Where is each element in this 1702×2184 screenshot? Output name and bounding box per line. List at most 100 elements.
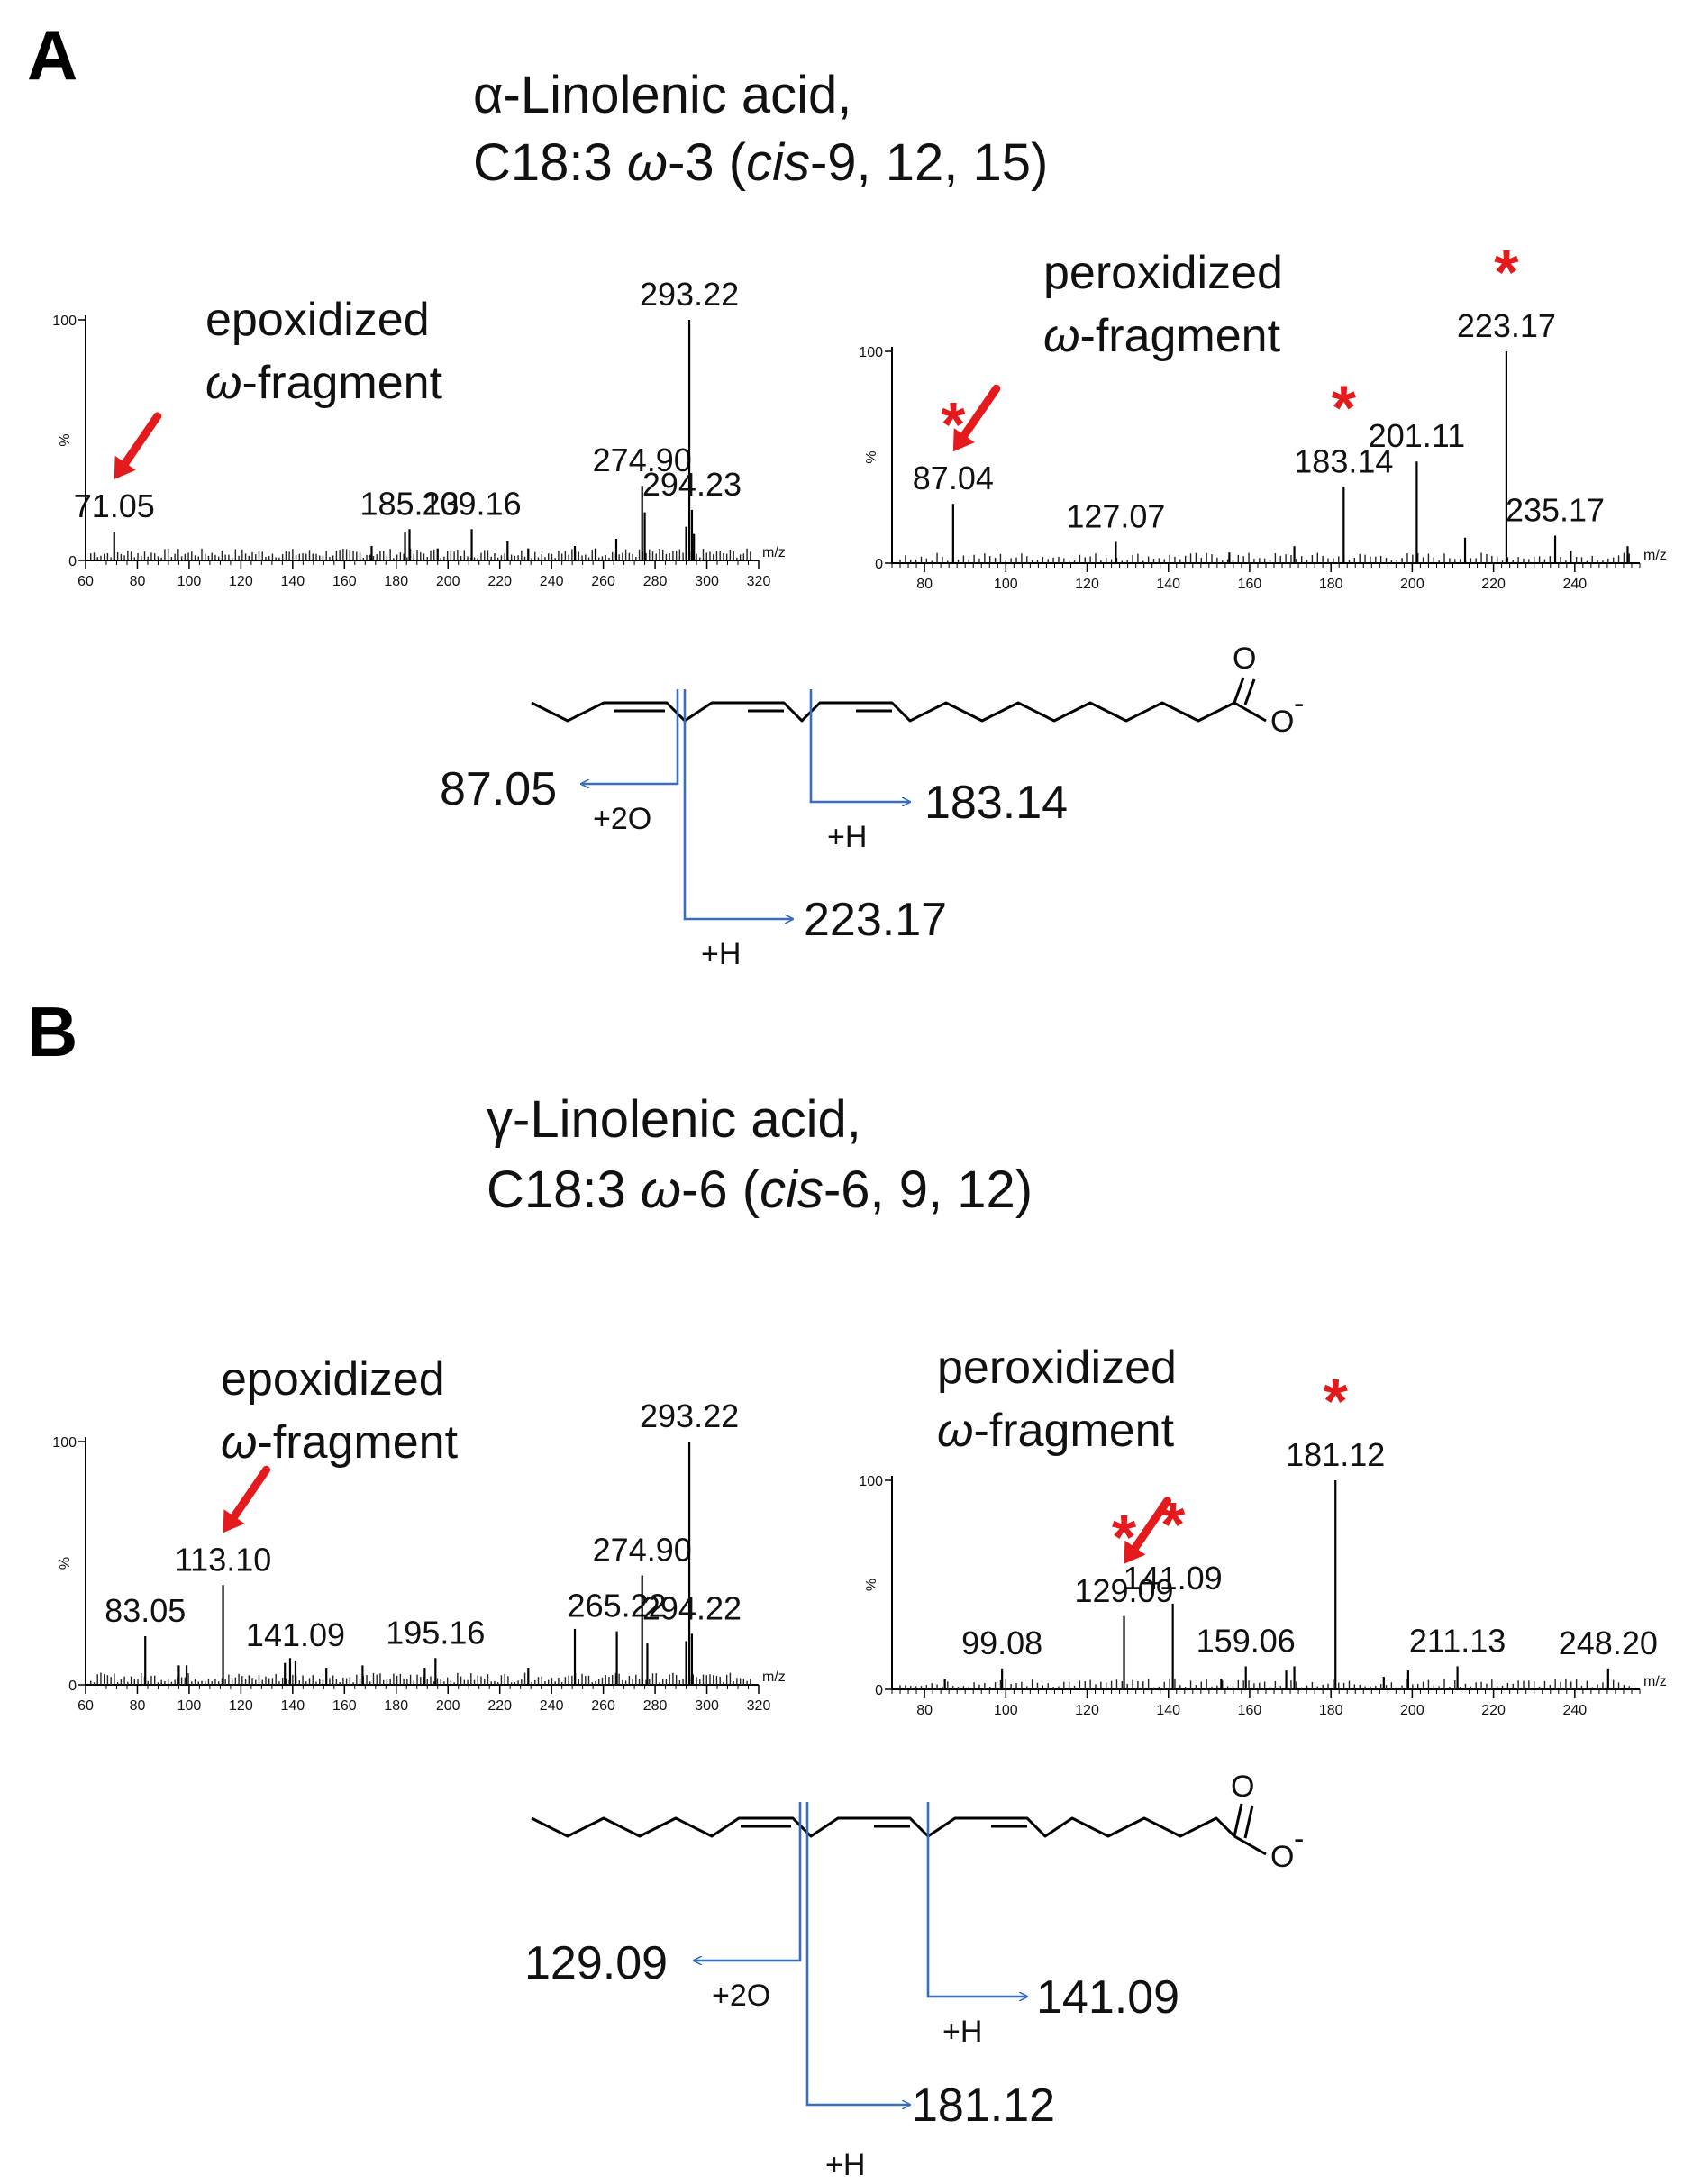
panel-a-left-note-line1: epoxidized: [205, 294, 430, 346]
x-tick-label: 160: [1238, 1703, 1262, 1718]
peak-label: 99.08: [961, 1624, 1042, 1661]
carbonyl-bond: [1233, 1803, 1243, 1837]
star-marker: *: [1494, 237, 1519, 307]
peak-label: 129.09: [1074, 1572, 1173, 1609]
fragment-b-129: 129.09: [524, 1937, 668, 1989]
peak-label: 274.90: [593, 441, 692, 478]
peak-label: 294.22: [642, 1589, 742, 1626]
y-tick-label: 0: [875, 557, 883, 572]
fragment-a-223: 223.17: [804, 894, 947, 946]
peak-label: 235.17: [1506, 491, 1605, 528]
x-tick-label: 60: [77, 574, 94, 589]
x-tick-label: 160: [332, 574, 357, 589]
x-tick-label: 240: [1562, 577, 1587, 592]
fragment-a-223-add: +H: [701, 937, 741, 971]
x-tick-label: 160: [1238, 577, 1262, 592]
carboxylate-oxygen: O: [1270, 1840, 1294, 1874]
peak-label: 83.05: [105, 1592, 186, 1629]
x-tick-label: 260: [591, 574, 615, 589]
x-tick-label: 80: [916, 1703, 933, 1718]
x-tick-label: 320: [747, 574, 771, 589]
x-tick-label: 100: [177, 574, 202, 589]
negative-charge: -: [1294, 687, 1304, 721]
fragment-b-141: 141.09: [1036, 1971, 1179, 2024]
peak-label: 265.22: [568, 1588, 667, 1624]
structure-gamma-linolenic: O O - 129.09 +2O 141.09 +H 181.12 +H: [524, 1770, 1304, 2182]
x-axis-label: m/z: [1643, 1674, 1667, 1689]
y-tick-label: 100: [859, 1474, 883, 1489]
red-arrow-head: [1124, 1540, 1146, 1564]
carbon-chain: [531, 701, 1235, 723]
peak-label: 87.04: [913, 460, 994, 496]
peak-label: 195.16: [386, 1614, 485, 1651]
x-tick-label: 100: [177, 1698, 202, 1714]
cleavage-129: [694, 1802, 802, 1961]
peak-label: 159.06: [1197, 1622, 1296, 1659]
peak-label: 248.20: [1559, 1624, 1658, 1661]
x-tick-label: 180: [1319, 577, 1343, 592]
x-tick-label: 80: [916, 577, 933, 592]
x-tick-label: 140: [1156, 577, 1180, 592]
x-tick-label: 280: [643, 574, 668, 589]
x-tick-label: 80: [130, 1698, 146, 1714]
peak-label: 185.13: [360, 485, 459, 522]
x-tick-label: 320: [747, 1698, 771, 1714]
peak-label: 211.13: [1409, 1622, 1506, 1659]
peak-label: 201.11: [1369, 417, 1465, 454]
x-tick-label: 280: [643, 1698, 668, 1714]
cleavage-87: [581, 689, 679, 784]
carbonyl-oxygen: O: [1231, 1770, 1254, 1804]
red-arrow-shaft: [960, 384, 1001, 440]
red-arrow-head: [223, 1509, 245, 1533]
y-tick-label: 100: [859, 345, 883, 360]
panel-a-left-note-line2: ω-fragment: [205, 357, 443, 409]
x-tick-label: 160: [332, 1698, 357, 1714]
x-tick-label: 200: [436, 574, 460, 589]
panel-a-right-note-line2: ω-fragment: [1043, 310, 1281, 362]
peak-label: 113.10: [175, 1541, 271, 1578]
peak-label: 141.09: [246, 1616, 345, 1653]
panel-a: A α-Linolenic acid, C18:3 ω-3 (cis-9, 12…: [27, 15, 1667, 971]
y-tick-label: 100: [52, 1435, 77, 1451]
x-tick-label: 120: [229, 574, 253, 589]
x-axis-label: m/z: [762, 1670, 786, 1685]
x-tick-label: 220: [1481, 1703, 1506, 1718]
carbonyl-oxygen: O: [1233, 642, 1256, 676]
y-axis-label: %: [864, 450, 879, 463]
red-arrow-head: [952, 428, 975, 452]
peak-label: 274.90: [593, 1532, 692, 1569]
peak-label: 293.22: [640, 276, 739, 313]
panel-b-left-note-line2: ω-fragment: [221, 1416, 459, 1469]
fragment-a-183: 183.14: [924, 777, 1068, 829]
y-tick-label: 0: [875, 1683, 883, 1698]
star-marker: *: [1324, 1366, 1349, 1436]
x-tick-label: 200: [1400, 1703, 1424, 1718]
carboxylate-bond: [1233, 1834, 1267, 1856]
panel-a-right-note-line1: peroxidized: [1043, 247, 1283, 299]
x-tick-label: 220: [1481, 577, 1506, 592]
star-marker: *: [1332, 372, 1357, 442]
y-axis-label: %: [864, 1579, 879, 1591]
x-tick-label: 60: [77, 1698, 94, 1714]
x-tick-label: 100: [994, 577, 1018, 592]
x-tick-label: 240: [540, 574, 564, 589]
peak-label: 223.17: [1457, 307, 1556, 344]
panel-b-right-note-line2: ω-fragment: [937, 1405, 1175, 1457]
x-tick-label: 120: [229, 1698, 253, 1714]
x-tick-label: 120: [1075, 1703, 1099, 1718]
peak-label: 209.16: [422, 485, 521, 522]
peak-label: 293.22: [640, 1397, 739, 1434]
x-tick-label: 140: [280, 1698, 305, 1714]
peak-label: 141.09: [1124, 1560, 1223, 1597]
x-tick-label: 300: [695, 574, 719, 589]
y-tick-label: 100: [52, 314, 77, 329]
panel-a-title-line2: C18:3 ω-3 (cis-9, 12, 15): [473, 133, 1048, 192]
structure-alpha-linolenic: O O - 87.05 +2O 183.14 +H 223.17 +H: [440, 642, 1304, 971]
x-tick-label: 120: [1075, 577, 1099, 592]
x-tick-label: 300: [695, 1698, 719, 1714]
y-axis-label: %: [58, 433, 73, 446]
